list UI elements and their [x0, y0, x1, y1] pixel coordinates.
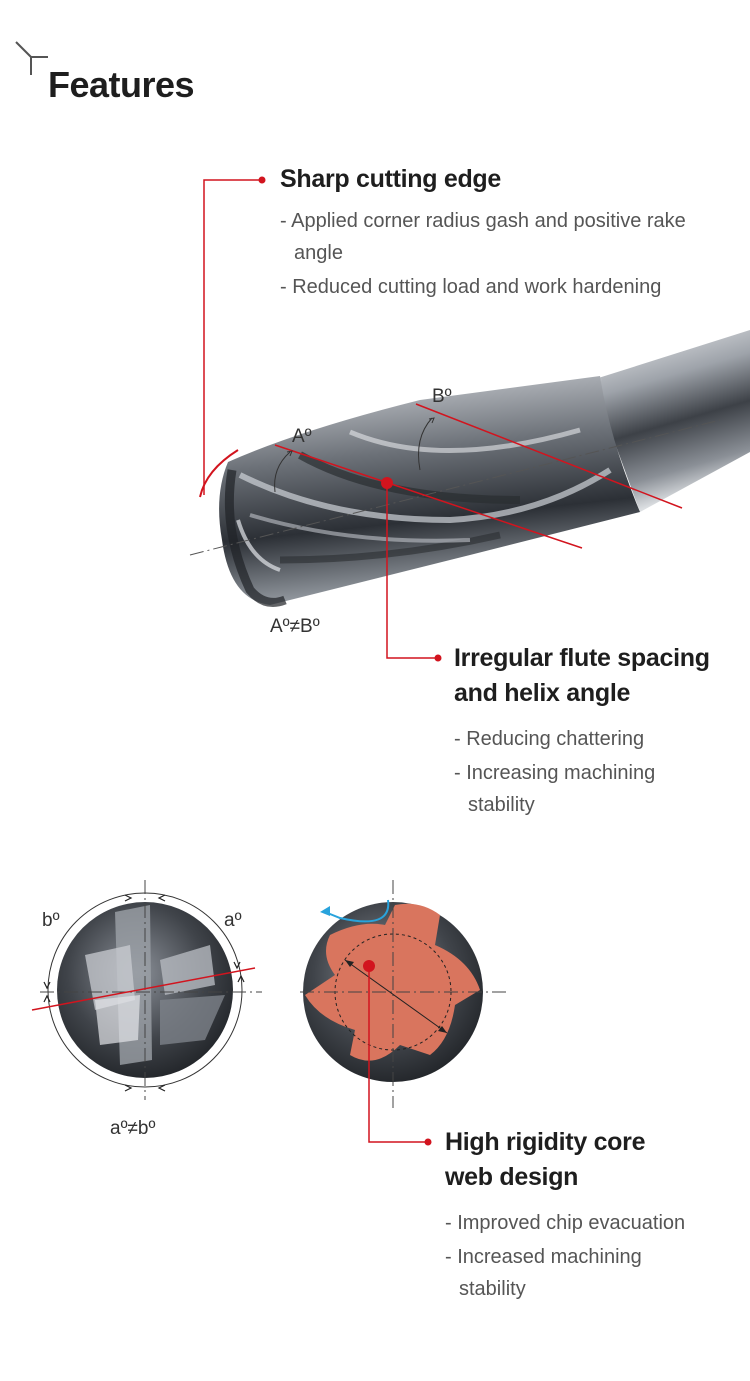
- feature-point: Applied corner radius gash and positive …: [280, 205, 694, 269]
- feature-point: Improved chip evacuation: [445, 1207, 735, 1239]
- feature-points: Improved chip evacuation Increased machi…: [445, 1207, 735, 1305]
- feature-high-rigidity-core: High rigidity core web design Improved c…: [445, 1125, 735, 1307]
- angle-label-b-upper: Bº: [432, 386, 452, 407]
- feature-title: Sharp cutting edge: [280, 165, 502, 193]
- corner-mark-icon: [15, 41, 48, 75]
- feature-point: Reduced cutting load and work hardening: [280, 271, 730, 303]
- feature-title: High rigidity core web design: [445, 1128, 646, 1191]
- angle-label-a-lower: aº: [224, 910, 242, 931]
- feature-points: Applied corner radius gash and positive …: [280, 205, 730, 303]
- feature-point: Increasing machining stability: [454, 757, 693, 821]
- feature-title: Irregular flute spacing and helix angle: [454, 644, 710, 707]
- end-mill-side-view: [189, 330, 750, 607]
- cross-section-flute-spacing: [31, 880, 262, 1100]
- feature-sharp-cutting-edge: Sharp cutting edge Applied corner radius…: [280, 162, 730, 305]
- feature-points: Reducing chattering Increasing machining…: [454, 723, 734, 821]
- feature-point: Reducing chattering: [454, 723, 734, 755]
- angle-label-b-lower: bº: [42, 910, 60, 931]
- leader-line-sharp-edge: [203, 176, 266, 495]
- feature-point: Increased machining stability: [445, 1241, 684, 1305]
- cross-section-core-web: [300, 880, 510, 1108]
- angle-label-a-upper: Aº: [292, 426, 312, 447]
- angle-relation-upper: Aº≠Bº: [270, 616, 320, 637]
- leader-line-flute-spacing: [381, 477, 442, 662]
- page-title: Features: [48, 64, 195, 105]
- feature-irregular-flute-spacing: Irregular flute spacing and helix angle …: [454, 641, 734, 823]
- angle-relation-lower: aº≠bº: [110, 1118, 156, 1139]
- leader-line-core-web: [363, 960, 432, 1146]
